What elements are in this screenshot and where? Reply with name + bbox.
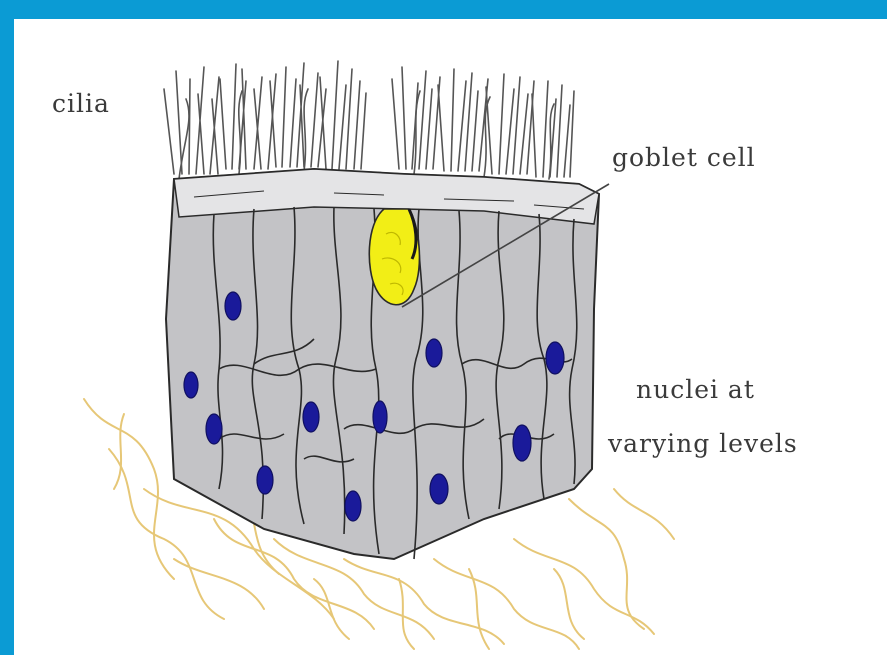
diagram-panel: cilia goblet cell nuclei at varying leve… [14, 19, 887, 655]
nucleus [184, 372, 198, 398]
nucleus [546, 342, 564, 374]
nucleus [225, 292, 241, 320]
nucleus [257, 466, 273, 494]
nucleus [373, 401, 387, 433]
nuclei-label-line2: varying levels [608, 429, 798, 458]
nucleus [303, 402, 319, 432]
goblet-cell-label: goblet cell [612, 143, 756, 172]
pseudostratified-epithelium-illustration [14, 19, 887, 655]
nucleus [426, 339, 442, 367]
nuclei-label-line1: nuclei at [636, 375, 755, 404]
nucleus [345, 491, 361, 521]
nucleus [206, 414, 222, 444]
goblet-cell [369, 209, 419, 305]
cilia-label: cilia [52, 89, 110, 118]
nucleus [430, 474, 448, 504]
nucleus [513, 425, 531, 461]
cilia-tufts [164, 61, 574, 179]
